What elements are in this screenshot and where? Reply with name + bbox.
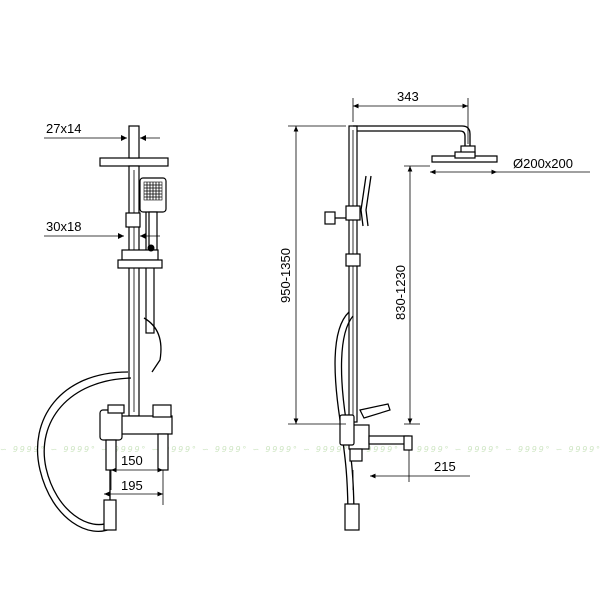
side-slider — [345, 205, 361, 221]
front-slider — [125, 212, 141, 228]
dim-top-pipe: 27x14 — [46, 121, 81, 136]
front-dimensions: 27x14 30x18 150 195 — [44, 121, 164, 505]
front-inlet-left — [105, 439, 117, 471]
dim-head-size: Ø200x200 — [513, 156, 573, 171]
side-spout — [368, 435, 410, 445]
dim-slider: 30x18 — [46, 219, 81, 234]
front-shower-head — [99, 157, 169, 167]
front-mixer-lever — [152, 404, 172, 418]
dim-spout-reach: 215 — [434, 459, 456, 474]
front-mixer-left-cap — [99, 409, 123, 441]
dim-head-height: 830-1230 — [393, 265, 408, 320]
hand-shower-nozzles-icon — [143, 181, 163, 201]
front-bracket — [121, 249, 159, 261]
svg-text:∽ 9999° ∽ 9999° ∽ 9999° ∽ 9999: ∽ 9999° ∽ 9999° ∽ 9999° ∽ 9999° ∽ 9999° … — [0, 445, 600, 454]
watermark-strip: ∽ 9999° ∽ 9999° ∽ 9999° ∽ 9999° ∽ 9999° … — [0, 445, 600, 454]
side-bracket — [345, 253, 361, 267]
dim-outlet-span: 195 — [121, 478, 143, 493]
side-hand-shower — [360, 175, 367, 227]
front-top-pipe — [128, 125, 140, 159]
front-hose-nut — [103, 499, 117, 531]
front-hose-upper — [143, 317, 162, 373]
front-hose — [36, 371, 129, 533]
side-holder-knob — [324, 211, 336, 225]
side-dimensions: 343 Ø200x200 950-1350 830-1230 215 — [278, 89, 590, 490]
front-mixer-body — [117, 415, 173, 435]
side-hose-nut — [344, 503, 360, 531]
front-hand-shower-handle — [148, 211, 158, 251]
front-inlet-right — [157, 433, 169, 471]
dim-mixer-width: 150 — [121, 453, 143, 468]
dim-arm-reach: 343 — [397, 89, 419, 104]
front-view — [36, 125, 173, 533]
side-mixer-lever — [359, 403, 391, 419]
side-view — [324, 125, 498, 531]
dim-total-height: 950-1350 — [278, 248, 293, 303]
